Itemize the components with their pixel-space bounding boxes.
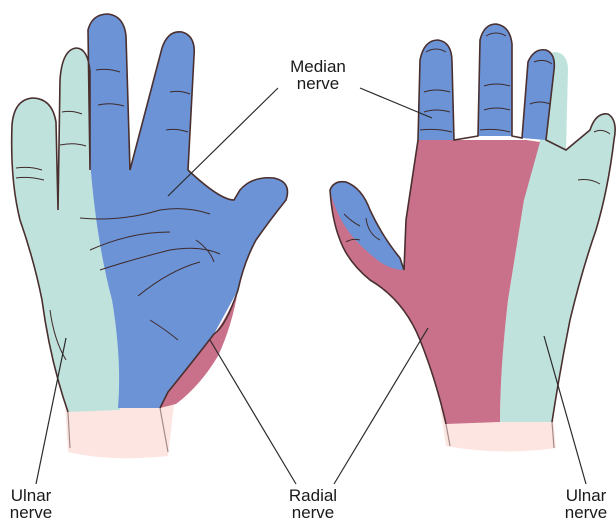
ulnar-nerve-label-left: Ulnar nerve [0,487,62,521]
ulnar-leader-left [36,338,66,484]
median-nerve-label-line1: Median [268,58,368,75]
left-hand-palm [12,14,288,458]
ulnar-nerve-label-right-line2: nerve [556,504,616,521]
radial-leader-left [210,340,296,484]
left-wrist [65,405,174,458]
right-hand-dorsal [330,24,615,452]
ulnar-nerve-label-left-line1: Ulnar [0,487,62,504]
median-nerve-label: Median nerve [268,58,368,92]
radial-leader-right [334,328,428,484]
ulnar-nerve-label-right: Ulnar nerve [556,487,616,521]
right-median-fingertips [418,24,554,140]
radial-nerve-label: Radial nerve [268,487,358,521]
radial-nerve-label-line2: nerve [268,504,358,521]
radial-nerve-label-line1: Radial [268,487,358,504]
ulnar-nerve-label-left-line2: nerve [0,504,62,521]
median-nerve-label-line2: nerve [268,75,368,92]
ulnar-nerve-label-right-line1: Ulnar [556,487,616,504]
